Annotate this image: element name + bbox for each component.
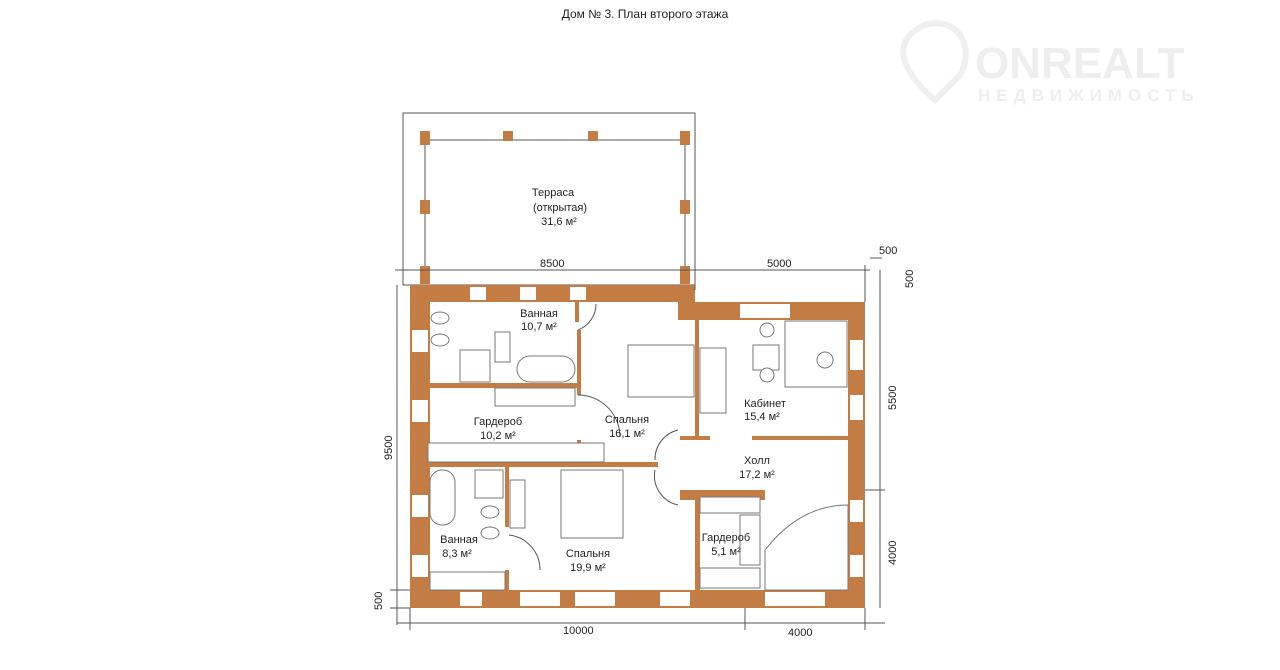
bathtub-icon (429, 469, 456, 526)
table-icon (752, 344, 780, 371)
logo: ONREALT НЕДВИЖИМОСТЬ (900, 20, 1200, 105)
dim-top-left: 8500 (540, 258, 564, 270)
room-area: 5,1 м² (711, 546, 741, 558)
dim-corner-v: 500 (904, 270, 916, 288)
room-name: Спальня (566, 548, 610, 560)
room-name: Кабинет (744, 398, 786, 410)
wardrobe-icon (494, 387, 576, 407)
room-area: 8,3 м² (442, 548, 472, 560)
room-name: Гардероб (474, 416, 522, 428)
room-labels: Терраса (открытая) 31,6 м² Ванная 10,7 м… (440, 187, 786, 574)
dim-bottom-right: 4000 (788, 627, 812, 639)
bidet-icon (430, 333, 450, 347)
wardrobe-icon (699, 496, 761, 514)
room-note: (открытая) (533, 202, 587, 214)
bidet-icon (480, 505, 500, 519)
bed-icon (560, 469, 624, 539)
room-area: 16,1 м² (609, 428, 645, 440)
toilet-icon (480, 526, 500, 540)
chair-icon (816, 351, 834, 369)
sink-icon (429, 571, 506, 591)
room-area: 10,2 м² (480, 430, 516, 442)
bathtub-icon (516, 355, 576, 383)
sofa-icon (699, 347, 727, 414)
room-name: Холл (744, 455, 770, 467)
staircase-icon (764, 504, 849, 591)
toilet-icon (430, 311, 450, 325)
dim-right-top: 5500 (887, 386, 899, 410)
dim-bottom-left: 10000 (563, 625, 594, 637)
room-area: 15,4 м² (744, 411, 780, 423)
shower-icon (459, 349, 491, 383)
dim-corner-h: 500 (879, 245, 897, 257)
shower-icon (474, 469, 504, 499)
walls (410, 285, 865, 608)
furniture (427, 303, 849, 591)
room-area: 10,7 м² (521, 321, 557, 333)
logo-name: ONREALT (975, 39, 1185, 88)
room-area: 19,9 м² (570, 562, 606, 574)
bed-icon (627, 344, 695, 398)
room-name: Гардероб (702, 532, 750, 544)
room-name: Спальня (605, 414, 649, 426)
dim-top-right: 5000 (767, 258, 791, 270)
plan-title: Дом № 3. План второго этажа (561, 7, 729, 21)
dim-left-bottom: 500 (373, 592, 385, 610)
room-name: Терраса (532, 187, 575, 199)
room-name: Ванная (520, 308, 558, 320)
room-area: 17,2 м² (739, 469, 775, 481)
desk-icon (784, 320, 848, 388)
sink-icon (494, 331, 511, 363)
logo-tagline: НЕДВИЖИМОСТЬ (978, 86, 1200, 105)
dim-left: 9500 (383, 436, 395, 460)
wardrobe-icon (427, 442, 605, 463)
dim-right-bottom: 4000 (887, 541, 899, 565)
dimensions: 8500 5000 500 500 5500 4000 9500 500 100… (373, 245, 916, 639)
room-name: Ванная (440, 534, 478, 546)
logo-pin-icon (900, 20, 969, 105)
room-area: 31,6 м² (541, 216, 577, 228)
